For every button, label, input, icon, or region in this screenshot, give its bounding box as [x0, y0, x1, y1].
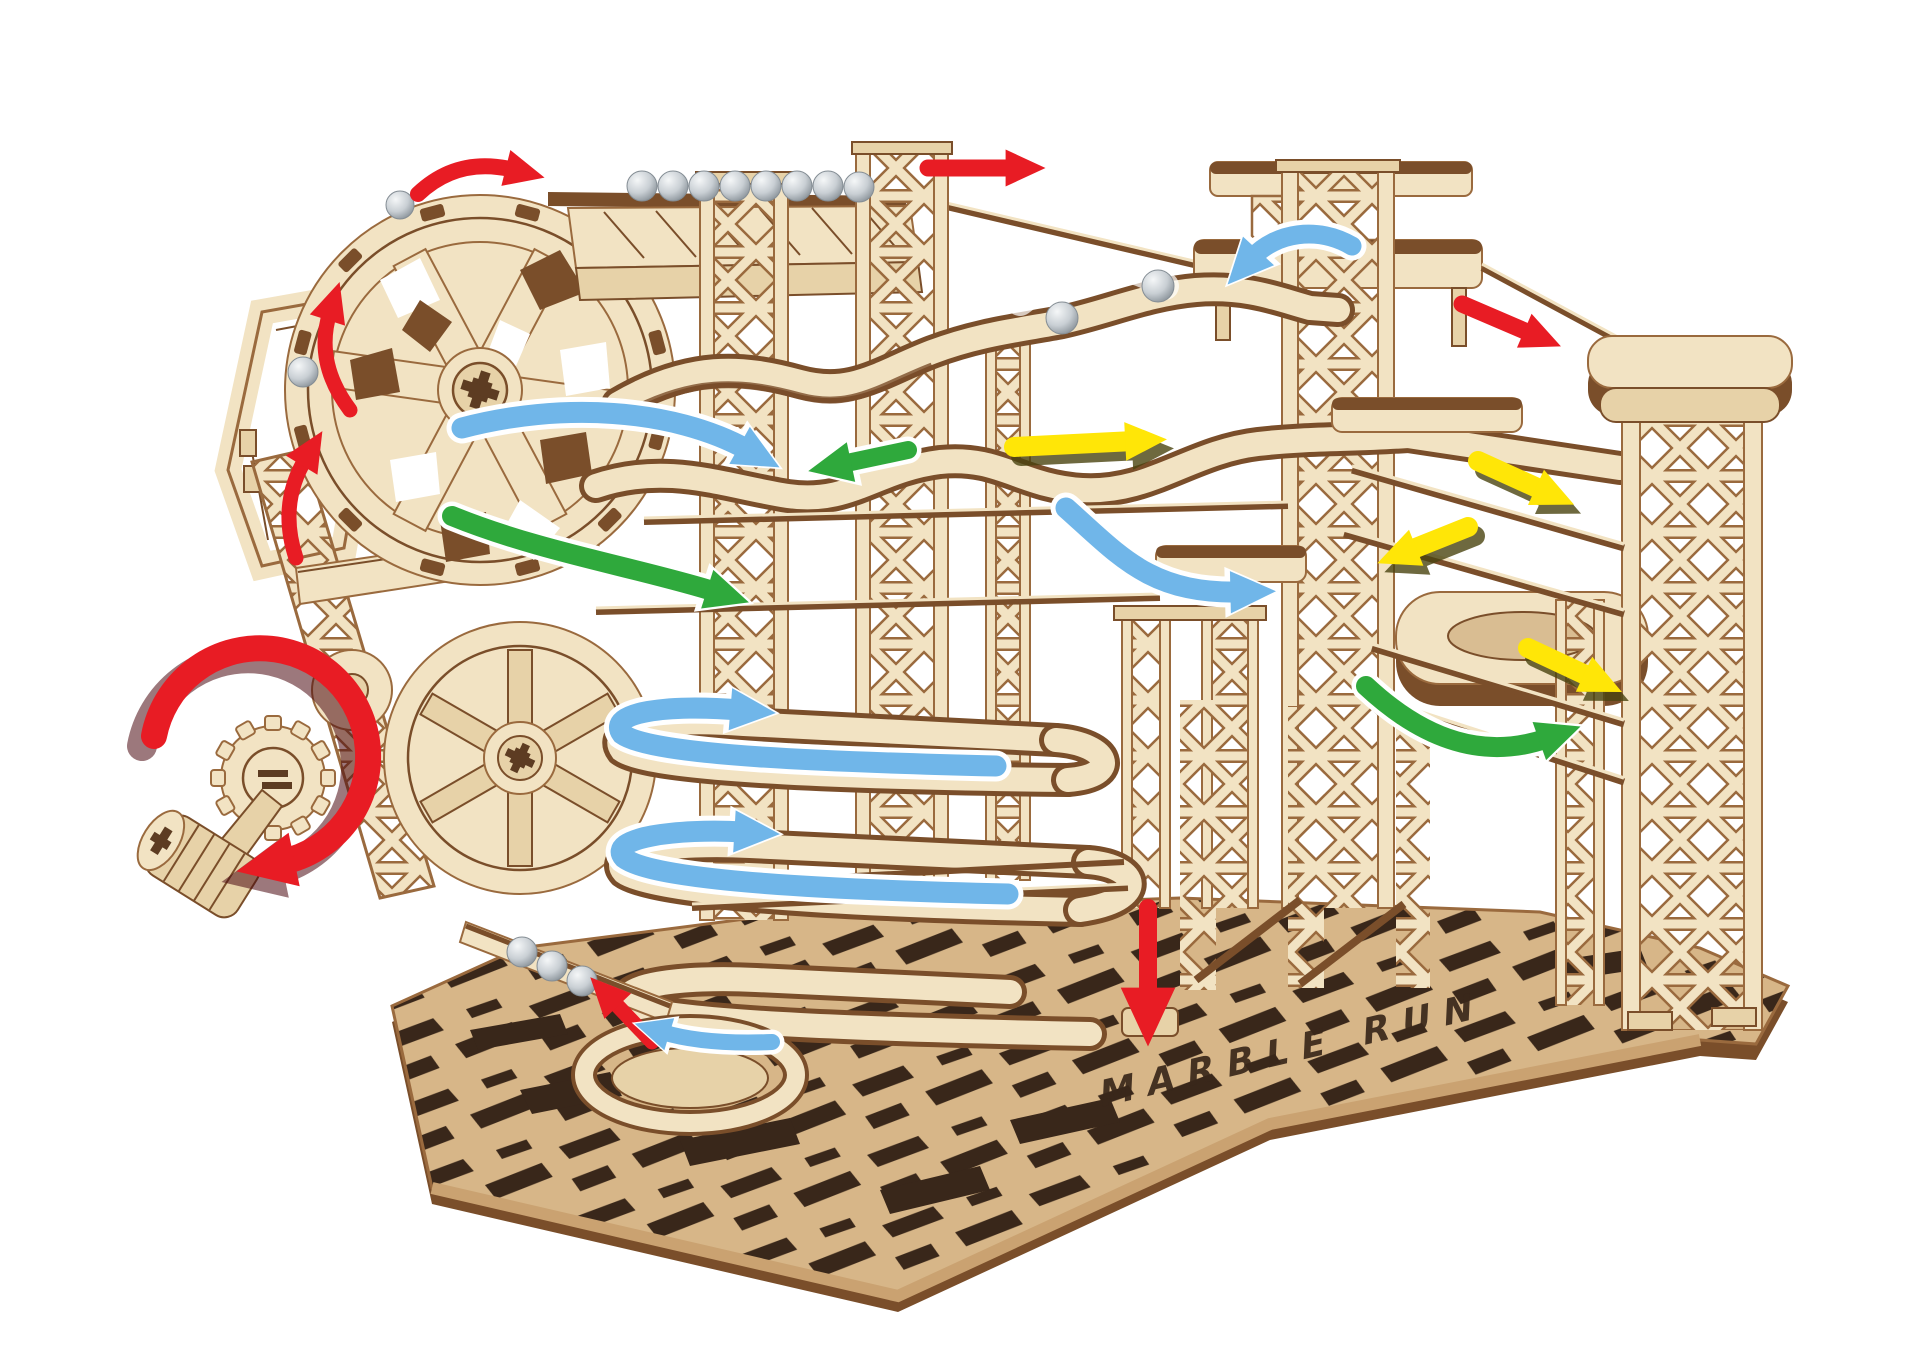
- marble-return-group: [506, 936, 598, 997]
- arrow-blue-serpentine-lower: [605, 805, 1024, 910]
- right-top-platform: [1480, 262, 1793, 423]
- right-support-pillars: [1180, 700, 1430, 990]
- arrow-green-mid-left: [802, 435, 922, 486]
- arrow-blue-left-long: [446, 396, 784, 470]
- arrow-red-wheel-top-exit: [410, 150, 545, 202]
- lower-wheel-axle: [504, 742, 536, 774]
- wavy-track-lower: [579, 418, 1637, 515]
- right-tower-main: [1621, 407, 1763, 1031]
- lower-gear-wheel: [383, 621, 657, 895]
- arrow-green-left-down: [437, 501, 755, 612]
- arrow-red-wheel-rim-upper: [309, 281, 358, 418]
- arrow-yellow-mid-right: [1004, 422, 1174, 470]
- marble-track-1: [1045, 301, 1079, 335]
- drop-pedestal: [1121, 1007, 1179, 1037]
- mid-rails: [595, 500, 1289, 615]
- marble-lift-wheel: [284, 194, 676, 586]
- wavy-track-upper: [601, 272, 1355, 422]
- arrow-red-crank-rotation: [127, 635, 382, 898]
- arrow-red-wheel-rim-lower: [281, 431, 323, 566]
- arrow-red-right-descent: [1453, 295, 1561, 348]
- arrow-yellow-right-down-2: [1518, 638, 1629, 702]
- right-mid-platform: [1155, 397, 1523, 583]
- arrow-blue-serpentine-exit: [631, 1016, 785, 1056]
- arrow-blue-top-right: [1224, 219, 1367, 288]
- marble-track-2: [1141, 269, 1175, 303]
- arrow-green-right-up: [1351, 671, 1586, 768]
- truss-tower-a: [695, 171, 793, 921]
- marble-row-top: [626, 170, 875, 203]
- wheel-axle: [460, 370, 500, 410]
- arrow-blue-serpentine-upper: [604, 683, 1012, 782]
- direction-arrows: [127, 149, 1629, 1056]
- marble-wheel-top: [385, 190, 415, 220]
- arrow-yellow-right-down-1: [1468, 451, 1582, 514]
- marbles: [287, 170, 1179, 997]
- marble-wheel-left: [287, 356, 319, 388]
- arrow-blue-mid-s: [1050, 492, 1281, 618]
- base-front-bevel: [430, 1034, 1702, 1303]
- arrow-yellow-right-left: [1377, 517, 1485, 575]
